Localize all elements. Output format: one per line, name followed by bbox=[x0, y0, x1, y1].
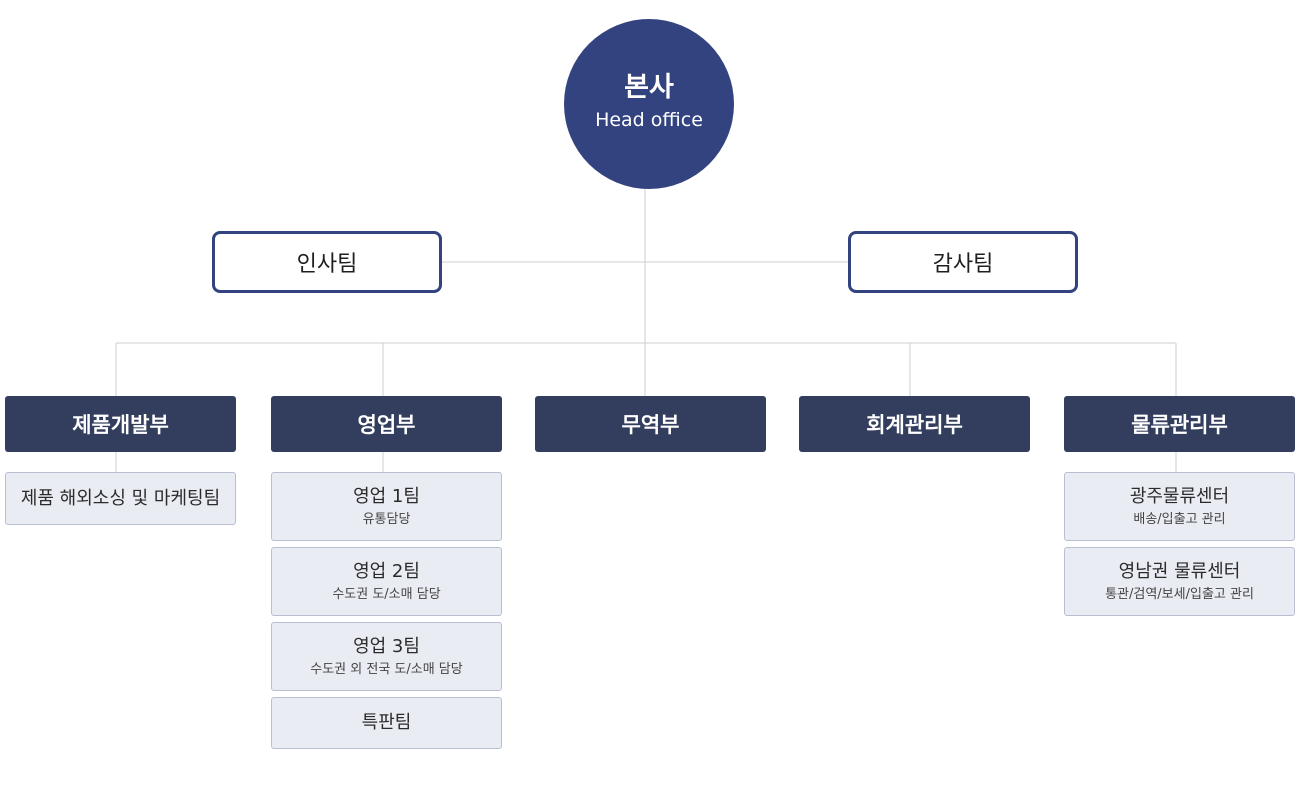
team-description: 수도권 외 전국 도/소매 담당 bbox=[310, 661, 463, 677]
team-description: 수도권 도/소매 담당 bbox=[332, 586, 441, 602]
department-sales: 영업부 bbox=[271, 396, 502, 452]
team-node: 영업 3팀 수도권 외 전국 도/소매 담당 bbox=[271, 622, 502, 691]
team-description: 배송/입출고 관리 bbox=[1133, 511, 1226, 527]
team-name: 영남권 물류센터 bbox=[1118, 560, 1241, 582]
department-trade: 무역부 bbox=[535, 396, 766, 452]
department-accounting: 회계관리부 bbox=[799, 396, 1030, 452]
team-description: 통관/검역/보세/입출고 관리 bbox=[1105, 586, 1254, 602]
team-node: 광주물류센터 배송/입출고 관리 bbox=[1064, 472, 1295, 541]
department-product-development: 제품개발부 bbox=[5, 396, 236, 452]
head-office-node: 본사 Head office bbox=[564, 19, 734, 189]
team-name: 특판팀 bbox=[361, 712, 412, 733]
team-name: 영업 1팀 bbox=[353, 485, 420, 507]
staff-node-hr: 인사팀 bbox=[212, 231, 442, 293]
team-name: 광주물류센터 bbox=[1129, 485, 1230, 507]
head-office-title: 본사 bbox=[624, 72, 674, 103]
department-logistics: 물류관리부 bbox=[1064, 396, 1295, 452]
team-name: 영업 2팀 bbox=[353, 560, 420, 582]
team-name: 영업 3팀 bbox=[353, 635, 420, 657]
staff-node-audit: 감사팀 bbox=[848, 231, 1078, 293]
head-office-subtitle: Head office bbox=[595, 109, 703, 131]
team-node: 영업 1팀 유통담당 bbox=[271, 472, 502, 541]
team-name: 제품 해외소싱 및 마케팅팀 bbox=[20, 487, 221, 509]
team-node: 제품 해외소싱 및 마케팅팀 bbox=[5, 472, 236, 525]
team-description: 유통담당 bbox=[362, 511, 411, 527]
team-node: 영업 2팀 수도권 도/소매 담당 bbox=[271, 547, 502, 616]
team-node: 특판팀 bbox=[271, 697, 502, 749]
team-node: 영남권 물류센터 통관/검역/보세/입출고 관리 bbox=[1064, 547, 1295, 616]
